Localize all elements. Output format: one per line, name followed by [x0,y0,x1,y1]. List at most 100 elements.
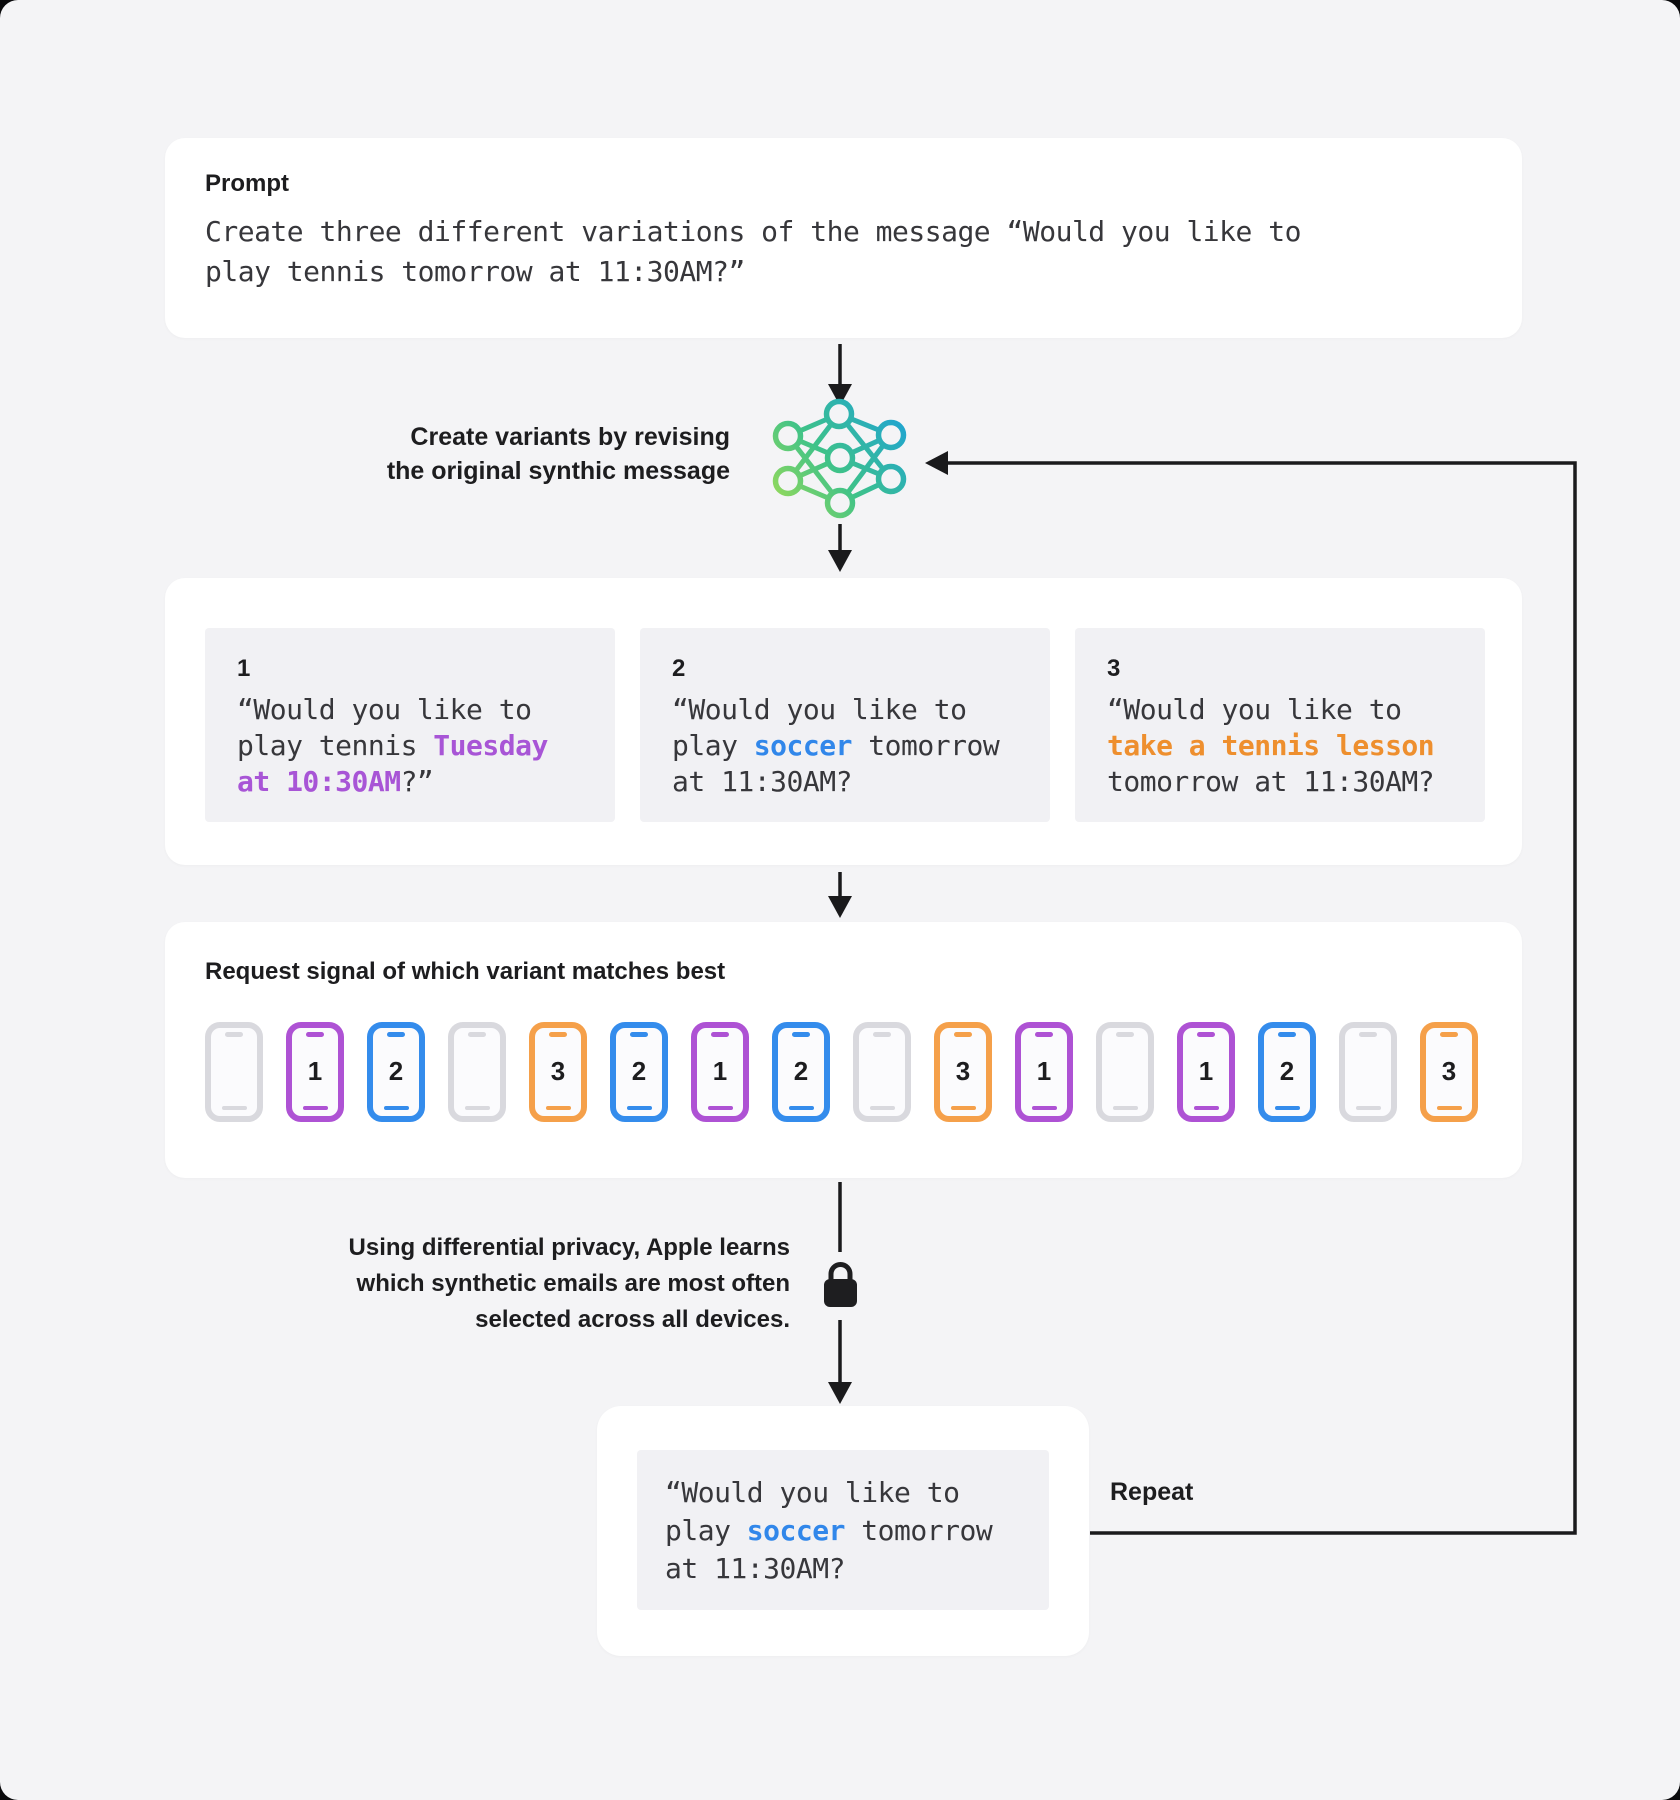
phone-home-bar [1031,1106,1057,1110]
phone-device-empty [205,1022,263,1122]
variant-text: “Would you like to play soccer tomorrow … [672,692,1018,800]
prompt-text: Create three different variations of the… [205,215,1301,288]
phone-variant-number: 1 [1036,1056,1052,1086]
phone-variant-number: 2 [388,1056,404,1086]
phone-variant-number: 3 [955,1056,971,1086]
phone-home-bar [302,1106,328,1110]
phone-device-empty [1339,1022,1397,1122]
variant-text-highlight: Tuesday at 10:30AM [237,729,548,798]
phone-device-empty [448,1022,506,1122]
variant-text: “Would you like to take a tennis lesson … [1107,692,1453,800]
phone-variant-number: 2 [631,1056,647,1086]
variant-text: “Would you like to play tennis Tuesday a… [237,692,583,800]
phone-device-variant-3: 3 [934,1022,992,1122]
phone-home-bar [1436,1106,1462,1110]
phone-variant-number: 3 [1441,1056,1457,1086]
variant-text-pre: “Would you like to play [672,693,967,762]
phone-notch [873,1032,891,1037]
phone-notch [1116,1032,1134,1037]
arrow-privacy-to-result [828,1320,852,1404]
result-text-highlight: soccer [746,1514,846,1547]
phone-device-empty [853,1022,911,1122]
result-text: “Would you like to play soccer tomorrow … [665,1474,1021,1588]
result-card: “Would you like to play soccer tomorrow … [597,1406,1089,1656]
prompt-card-title: Prompt [205,170,289,197]
variant-box-1: 1 “Would you like to play tennis Tuesday… [205,628,615,822]
variant-number: 1 [237,655,251,682]
phone-home-bar [383,1106,409,1110]
phone-home-bar [1193,1106,1219,1110]
phone-device-variant-1: 1 [691,1022,749,1122]
phone-variant-number: 1 [307,1056,323,1086]
result-message-box: “Would you like to play soccer tomorrow … [637,1450,1049,1610]
phone-notch [630,1032,648,1037]
phone-device-variant-1: 1 [1015,1022,1073,1122]
variant-text-post: tomorrow at 11:30AM? [1107,765,1435,798]
phone-notch [1440,1032,1458,1037]
phone-notch [1197,1032,1215,1037]
phone-home-bar [788,1106,814,1110]
phone-notch [711,1032,729,1037]
variant-text-pre: “Would you like to play tennis [237,693,532,762]
phone-home-bar [626,1106,652,1110]
phone-notch [225,1032,243,1037]
arrow-variants-to-signal [828,872,852,918]
phone-variant-number: 2 [1279,1056,1295,1086]
variant-text-highlight: soccer [753,729,853,762]
phone-home-bar [1274,1106,1300,1110]
phone-device-variant-2: 2 [610,1022,668,1122]
phone-device-variant-2: 2 [772,1022,830,1122]
signal-card-title: Request signal of which variant matches … [205,958,726,985]
repeat-label: Repeat [1110,1478,1194,1506]
variant-number: 3 [1107,655,1121,682]
variant-number: 2 [672,655,686,682]
phone-notch [1359,1032,1377,1037]
phone-notch [792,1032,810,1037]
neural-network-icon [772,398,907,519]
phone-home-bar [869,1106,895,1110]
variants-card: 1 “Would you like to play tennis Tuesday… [165,578,1522,865]
phone-device-variant-2: 2 [1258,1022,1316,1122]
phone-home-bar [1112,1106,1138,1110]
phone-variant-number: 1 [1198,1056,1214,1086]
phones-row: 1 2 3 2 1 2 3 1 1 2 3 [205,1022,1478,1122]
privacy-step-label: Using differential privacy, Apple learns… [348,1234,790,1333]
variant-box-3: 3 “Would you like to take a tennis lesso… [1075,628,1485,822]
phone-home-bar [950,1106,976,1110]
lock-icon [824,1262,857,1307]
phone-home-bar [1355,1106,1381,1110]
phone-notch [1278,1032,1296,1037]
phone-notch [954,1032,972,1037]
variant-box-2: 2 “Would you like to play soccer tomorro… [640,628,1050,822]
repeat-loop-arrow [925,451,1577,1535]
phone-device-variant-3: 3 [529,1022,587,1122]
revise-step-label: Create variants by revising the original… [386,423,730,485]
phone-device-variant-1: 1 [286,1022,344,1122]
phone-notch [306,1032,324,1037]
phone-device-variant-1: 1 [1177,1022,1235,1122]
variant-text-post: ?” [400,765,434,798]
phone-home-bar [464,1106,490,1110]
variant-text-post: tomorrow at 11:30AM? [672,729,1000,798]
phone-device-variant-2: 2 [367,1022,425,1122]
variant-text-highlight: take a tennis lesson [1107,729,1435,762]
phone-variant-number: 3 [550,1056,566,1086]
phone-variant-number: 1 [712,1056,728,1086]
phone-device-empty [1096,1022,1154,1122]
phone-home-bar [545,1106,571,1110]
arrow-model-to-variants [828,524,852,572]
phone-device-variant-3: 3 [1420,1022,1478,1122]
phone-notch [387,1032,405,1037]
arrow-prompt-to-model [828,344,852,406]
variant-text-pre: “Would you like to [1107,693,1402,726]
result-text-pre: “Would you like to play [665,1476,960,1547]
phone-home-bar [221,1106,247,1110]
phone-notch [549,1032,567,1037]
result-text-post: tomorrow at 11:30AM? [665,1514,993,1585]
prompt-card: Prompt Create three different variations… [165,138,1522,338]
phone-notch [468,1032,486,1037]
phone-home-bar [707,1106,733,1110]
signal-card: Request signal of which variant matches … [165,922,1522,1178]
